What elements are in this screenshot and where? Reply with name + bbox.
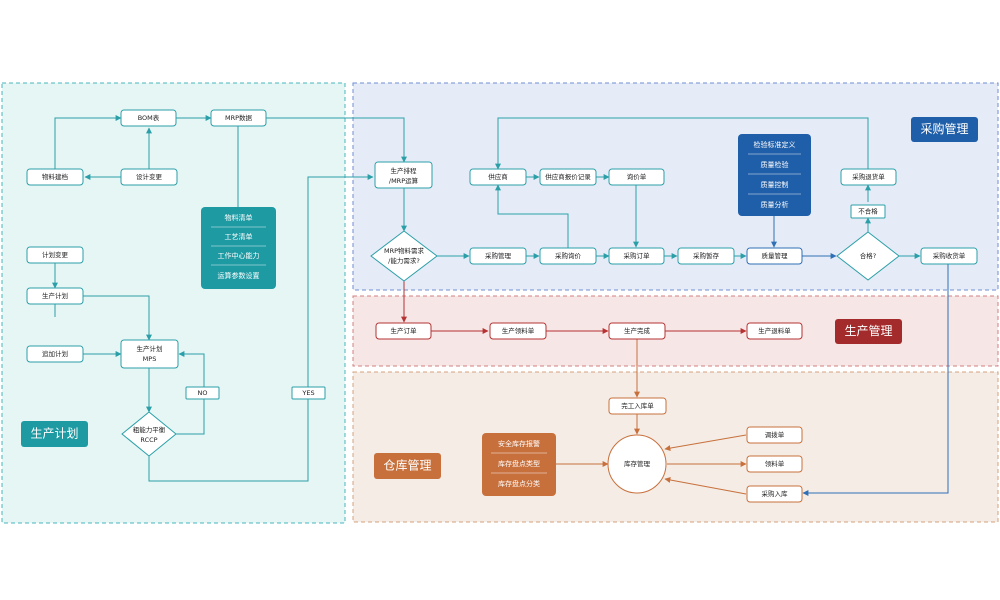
svg-text:工艺清单: 工艺清单 (225, 232, 253, 241)
svg-text:生产计划: 生产计划 (30, 427, 78, 441)
svg-text:生产管理: 生产管理 (844, 323, 892, 338)
svg-text:NO: NO (198, 389, 208, 397)
label-unqualified: 不合格 (850, 204, 886, 219)
node-inquiry[interactable]: 询价单 (608, 168, 665, 186)
node-prod-plan[interactable]: 生产计划 (26, 287, 84, 305)
svg-text:质量控制: 质量控制 (761, 180, 789, 189)
node-supplier[interactable]: 供应商 (469, 168, 527, 186)
node-prod-done[interactable]: 生产完成 (608, 322, 666, 340)
node-prod-order[interactable]: 生产订单 (375, 322, 432, 340)
svg-text:不合格: 不合格 (858, 207, 878, 216)
svg-text:库存盘点分类: 库存盘点分类 (498, 479, 540, 488)
svg-text:采购入库: 采购入库 (762, 489, 789, 498)
svg-text:物料清单: 物料清单 (225, 213, 253, 222)
node-quality-mgmt[interactable]: 质量管理 (746, 247, 803, 265)
svg-text:供应商: 供应商 (488, 172, 508, 181)
svg-text:采购退货单: 采购退货单 (852, 172, 885, 181)
node-purchase-order[interactable]: 采购订单 (608, 247, 665, 265)
svg-text:运算参数设置: 运算参数设置 (218, 271, 260, 280)
svg-text:合格?: 合格? (860, 251, 876, 260)
svg-text:生产完成: 生产完成 (624, 326, 651, 335)
node-purchase-hold[interactable]: 采购暂存 (677, 247, 735, 265)
svg-text:生产订单: 生产订单 (391, 326, 418, 335)
svg-text:质量检验: 质量检验 (761, 160, 789, 169)
node-mrp-data[interactable]: MRP数据 (210, 109, 267, 127)
svg-text:检验标准定义: 检验标准定义 (754, 140, 796, 149)
svg-text:BOM表: BOM表 (138, 113, 160, 122)
node-inventory[interactable]: 库存管理 (607, 434, 667, 494)
svg-text:YES: YES (301, 389, 314, 397)
svg-text:供应商报价记录: 供应商报价记录 (545, 172, 591, 181)
zone-tag-production: 生产管理 (835, 319, 902, 344)
svg-text:采购收货单: 采购收货单 (933, 251, 966, 260)
node-prod-return[interactable]: 生产退料单 (746, 322, 803, 340)
svg-text:完工入库单: 完工入库单 (621, 401, 654, 410)
node-receive-order[interactable]: 采购收货单 (920, 247, 978, 265)
svg-text:MRP物料需求: MRP物料需求 (384, 246, 425, 255)
svg-text:质量分析: 质量分析 (761, 200, 789, 209)
svg-text:生产排程: 生产排程 (391, 166, 418, 175)
svg-text:生产计划: 生产计划 (42, 291, 68, 300)
svg-text:设计变更: 设计变更 (136, 172, 163, 181)
node-purchase-mgmt[interactable]: 采购管理 (469, 247, 527, 265)
node-design-change[interactable]: 设计变更 (120, 168, 178, 186)
node-pick[interactable]: 领料单 (746, 455, 803, 473)
svg-text:库存管理: 库存管理 (624, 459, 651, 468)
svg-text:采购管理: 采购管理 (920, 121, 968, 136)
zone-tag-planning: 生产计划 (21, 421, 88, 447)
zone-purchasing (352, 82, 999, 291)
svg-text:计划变更: 计划变更 (42, 250, 69, 259)
svg-text:领料单: 领料单 (765, 459, 785, 468)
svg-text:物料建档: 物料建档 (42, 172, 68, 181)
zone-tag-warehouse: 仓库管理 (374, 453, 441, 479)
node-purchase-inquiry[interactable]: 采购询价 (539, 247, 597, 265)
svg-text:RCCP: RCCP (140, 436, 157, 444)
svg-text:追加计划: 追加计划 (42, 349, 68, 358)
svg-text:仓库管理: 仓库管理 (383, 458, 431, 473)
svg-text:生产领料单: 生产领料单 (502, 326, 535, 335)
node-prod-pick[interactable]: 生产领料单 (489, 322, 547, 340)
svg-text:MPS: MPS (143, 355, 157, 363)
node-mrp-check[interactable]: MRP物料需求/能力需求? (370, 230, 438, 282)
node-scheduling[interactable]: 生产排程/MRP运算 (374, 161, 433, 189)
svg-text:采购暂存: 采购暂存 (693, 251, 720, 260)
svg-text:工作中心能力: 工作中心能力 (218, 251, 260, 260)
label-no: NO (185, 386, 220, 400)
svg-text:安全库存报警: 安全库存报警 (498, 439, 540, 448)
node-plan-change[interactable]: 计划变更 (26, 246, 84, 264)
node-add-plan[interactable]: 追加计划 (26, 345, 84, 363)
list-stock: 安全库存报警 库存盘点类型 库存盘点分类 (482, 433, 556, 496)
node-qualified-check[interactable]: 合格? (836, 231, 900, 281)
svg-text:质量管理: 质量管理 (762, 251, 789, 260)
svg-text:MRP数据: MRP数据 (225, 113, 253, 122)
node-finish-in[interactable]: 完工入库单 (608, 397, 667, 415)
svg-text:粗能力平衡: 粗能力平衡 (133, 425, 166, 434)
node-purchase-in[interactable]: 采购入库 (746, 485, 803, 503)
list-quality: 检验标准定义 质量检验 质量控制 质量分析 (738, 134, 811, 216)
svg-text:询价单: 询价单 (627, 172, 647, 181)
list-material: 物料清单 工艺清单 工作中心能力 运算参数设置 (201, 207, 276, 289)
svg-text:生产计划: 生产计划 (137, 344, 163, 353)
svg-text:采购询价: 采购询价 (555, 251, 582, 260)
node-transfer[interactable]: 调拨单 (746, 426, 803, 444)
svg-text:库存盘点类型: 库存盘点类型 (498, 459, 540, 468)
node-mps[interactable]: 生产计划 MPS (120, 339, 179, 369)
node-material-file[interactable]: 物料建档 (26, 168, 84, 186)
svg-text:/MRP运算: /MRP运算 (389, 176, 419, 185)
node-return-order[interactable]: 采购退货单 (840, 168, 897, 186)
label-yes: YES (291, 386, 326, 400)
svg-text:采购管理: 采购管理 (485, 251, 512, 260)
zone-tag-purchasing: 采购管理 (911, 117, 978, 142)
node-rccp[interactable]: 粗能力平衡 RCCP (121, 411, 177, 457)
node-supplier-quote[interactable]: 供应商报价记录 (539, 168, 597, 186)
svg-text:调拨单: 调拨单 (765, 430, 785, 439)
node-bom[interactable]: BOM表 (120, 109, 177, 127)
svg-text:采购订单: 采购订单 (624, 251, 651, 260)
svg-text:生产退料单: 生产退料单 (758, 326, 791, 335)
svg-text:/能力需求?: /能力需求? (388, 256, 420, 265)
